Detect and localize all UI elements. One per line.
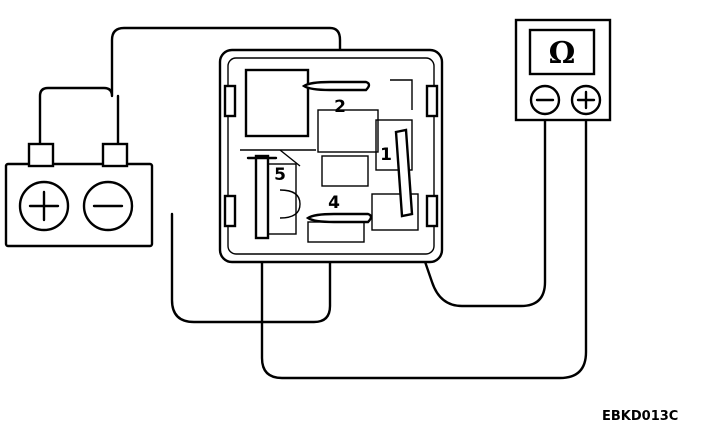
multimeter-positive-jack bbox=[570, 84, 602, 116]
terminal-4-probe bbox=[305, 212, 373, 224]
battery-negative-terminal bbox=[82, 180, 134, 232]
multimeter-negative-jack bbox=[529, 84, 561, 116]
terminal-1-probe bbox=[394, 128, 414, 218]
wire-battery-positive-to-terminal-2 bbox=[38, 26, 342, 150]
multimeter-display bbox=[528, 28, 596, 76]
terminal-label-4: 4 bbox=[328, 193, 340, 213]
wire-battery-negative-to-terminal-4 bbox=[170, 212, 332, 324]
terminal-label-2: 2 bbox=[334, 97, 346, 117]
multimeter: Ω bbox=[514, 18, 612, 122]
terminal-5-probe bbox=[254, 154, 270, 240]
battery bbox=[4, 142, 154, 248]
wire-meter-negative-to-terminal-1 bbox=[402, 114, 547, 308]
battery-positive-terminal bbox=[18, 180, 70, 232]
ohm-symbol: Ω bbox=[549, 36, 576, 71]
terminal-label-1: 1 bbox=[380, 145, 392, 165]
terminal-label-5: 5 bbox=[274, 165, 286, 185]
figure-code: EBKD013C bbox=[602, 409, 678, 424]
terminal-2-probe bbox=[301, 80, 371, 92]
wire-meter-positive-to-terminal-5 bbox=[260, 114, 588, 380]
relay: 2 1 5 4 bbox=[218, 48, 444, 264]
relay-coil-block bbox=[244, 68, 310, 138]
